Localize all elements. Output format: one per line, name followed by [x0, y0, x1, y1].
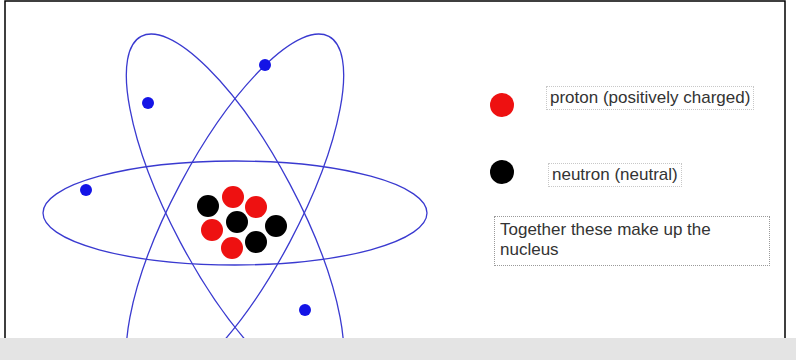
legend-swatch: [490, 160, 514, 184]
orbit: [43, 161, 427, 265]
orbit: [86, 7, 383, 338]
note-text: Together these make up the nucleus: [500, 220, 764, 260]
neutron-dot: [226, 211, 248, 233]
proton-dot: [201, 219, 223, 241]
neutron-dot: [265, 215, 287, 237]
neutron-dot: [197, 195, 219, 217]
electron-dot: [299, 304, 311, 316]
legend-label: neutron (neutral): [548, 163, 682, 187]
orbit: [86, 7, 383, 338]
proton-dot: [222, 186, 244, 208]
proton-dot: [245, 196, 267, 218]
legend-swatch: [490, 93, 514, 117]
electron-dot: [80, 184, 92, 196]
bottom-band: [0, 338, 796, 360]
frame: [5, 1, 785, 338]
legend-label: proton (positively charged): [546, 86, 754, 110]
note-box: Together these make up the nucleus: [494, 216, 770, 266]
electron-dot: [142, 97, 154, 109]
neutron-dot: [245, 231, 267, 253]
electron-dot: [259, 59, 271, 71]
proton-dot: [221, 237, 243, 259]
